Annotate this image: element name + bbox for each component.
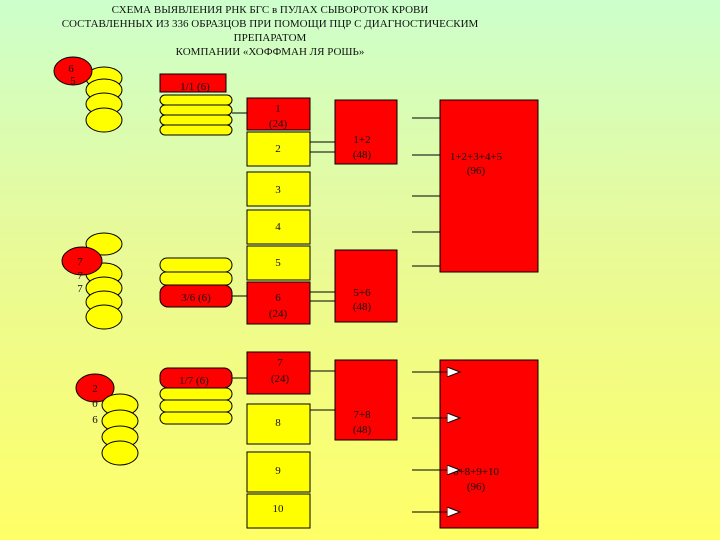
group-1-count-bottom: 5 — [70, 75, 76, 87]
group-3-count-mid: 0 — [92, 398, 98, 410]
pool48-label-1: 1+2 — [353, 134, 370, 146]
pool48-sub-3: (48) — [353, 424, 372, 436]
group-3-count-top: 2 — [92, 383, 98, 395]
group-3-source-tubes — [102, 394, 138, 465]
pool96-box-1 — [440, 100, 538, 272]
group-2-count-bottom: 7 — [77, 283, 83, 295]
pool24-label-10: 10 — [273, 503, 285, 515]
group-2-source-tubes — [86, 233, 122, 329]
pool24-label-7: 7 — [277, 357, 283, 369]
group-1-pool-label: 1/1 (6) — [180, 81, 210, 93]
pool96-box-2 — [440, 360, 538, 528]
pool24-sub-6: (24) — [269, 308, 288, 320]
pool48-label-2: 5+6 — [353, 287, 371, 299]
group-2-count-top: 7 — [77, 256, 83, 268]
pool24-sub-1: (24) — [269, 118, 288, 130]
pool48-sub-1: (48) — [353, 149, 372, 161]
group-1-count-top: 6 — [68, 63, 74, 75]
pool48-label-3: 7+8 — [353, 409, 371, 421]
group-3-count-bottom: 6 — [92, 414, 98, 426]
pool48-sub-2: (48) — [353, 301, 372, 313]
pool24-label-9: 9 — [275, 465, 281, 477]
pool24-label-4: 4 — [275, 221, 281, 233]
pool96-sub-2: (96) — [467, 481, 486, 493]
pool96-label-2: 6+8+9+10 — [453, 466, 500, 478]
group-3-pool-label: 1/7 (6) — [179, 375, 209, 387]
pool96-label-1: 1+2+3+4+5 — [450, 151, 503, 163]
group-1-pooled-stack — [160, 95, 232, 135]
group-2-pool-label: 3/6 (6) — [181, 292, 211, 304]
pool24-label-1: 1 — [275, 103, 281, 115]
pool24-label-3: 3 — [275, 184, 281, 196]
pool24-label-6: 6 — [275, 292, 281, 304]
pool24-label-8: 8 — [275, 417, 281, 429]
pool24-label-2: 2 — [275, 143, 281, 155]
pool96-sub-1: (96) — [467, 165, 486, 177]
group-2-count-mid: 7 — [77, 270, 83, 282]
group-1-source-tubes — [86, 67, 122, 132]
pool24-sub-7: (24) — [271, 373, 290, 385]
pool24-label-5: 5 — [275, 257, 281, 269]
